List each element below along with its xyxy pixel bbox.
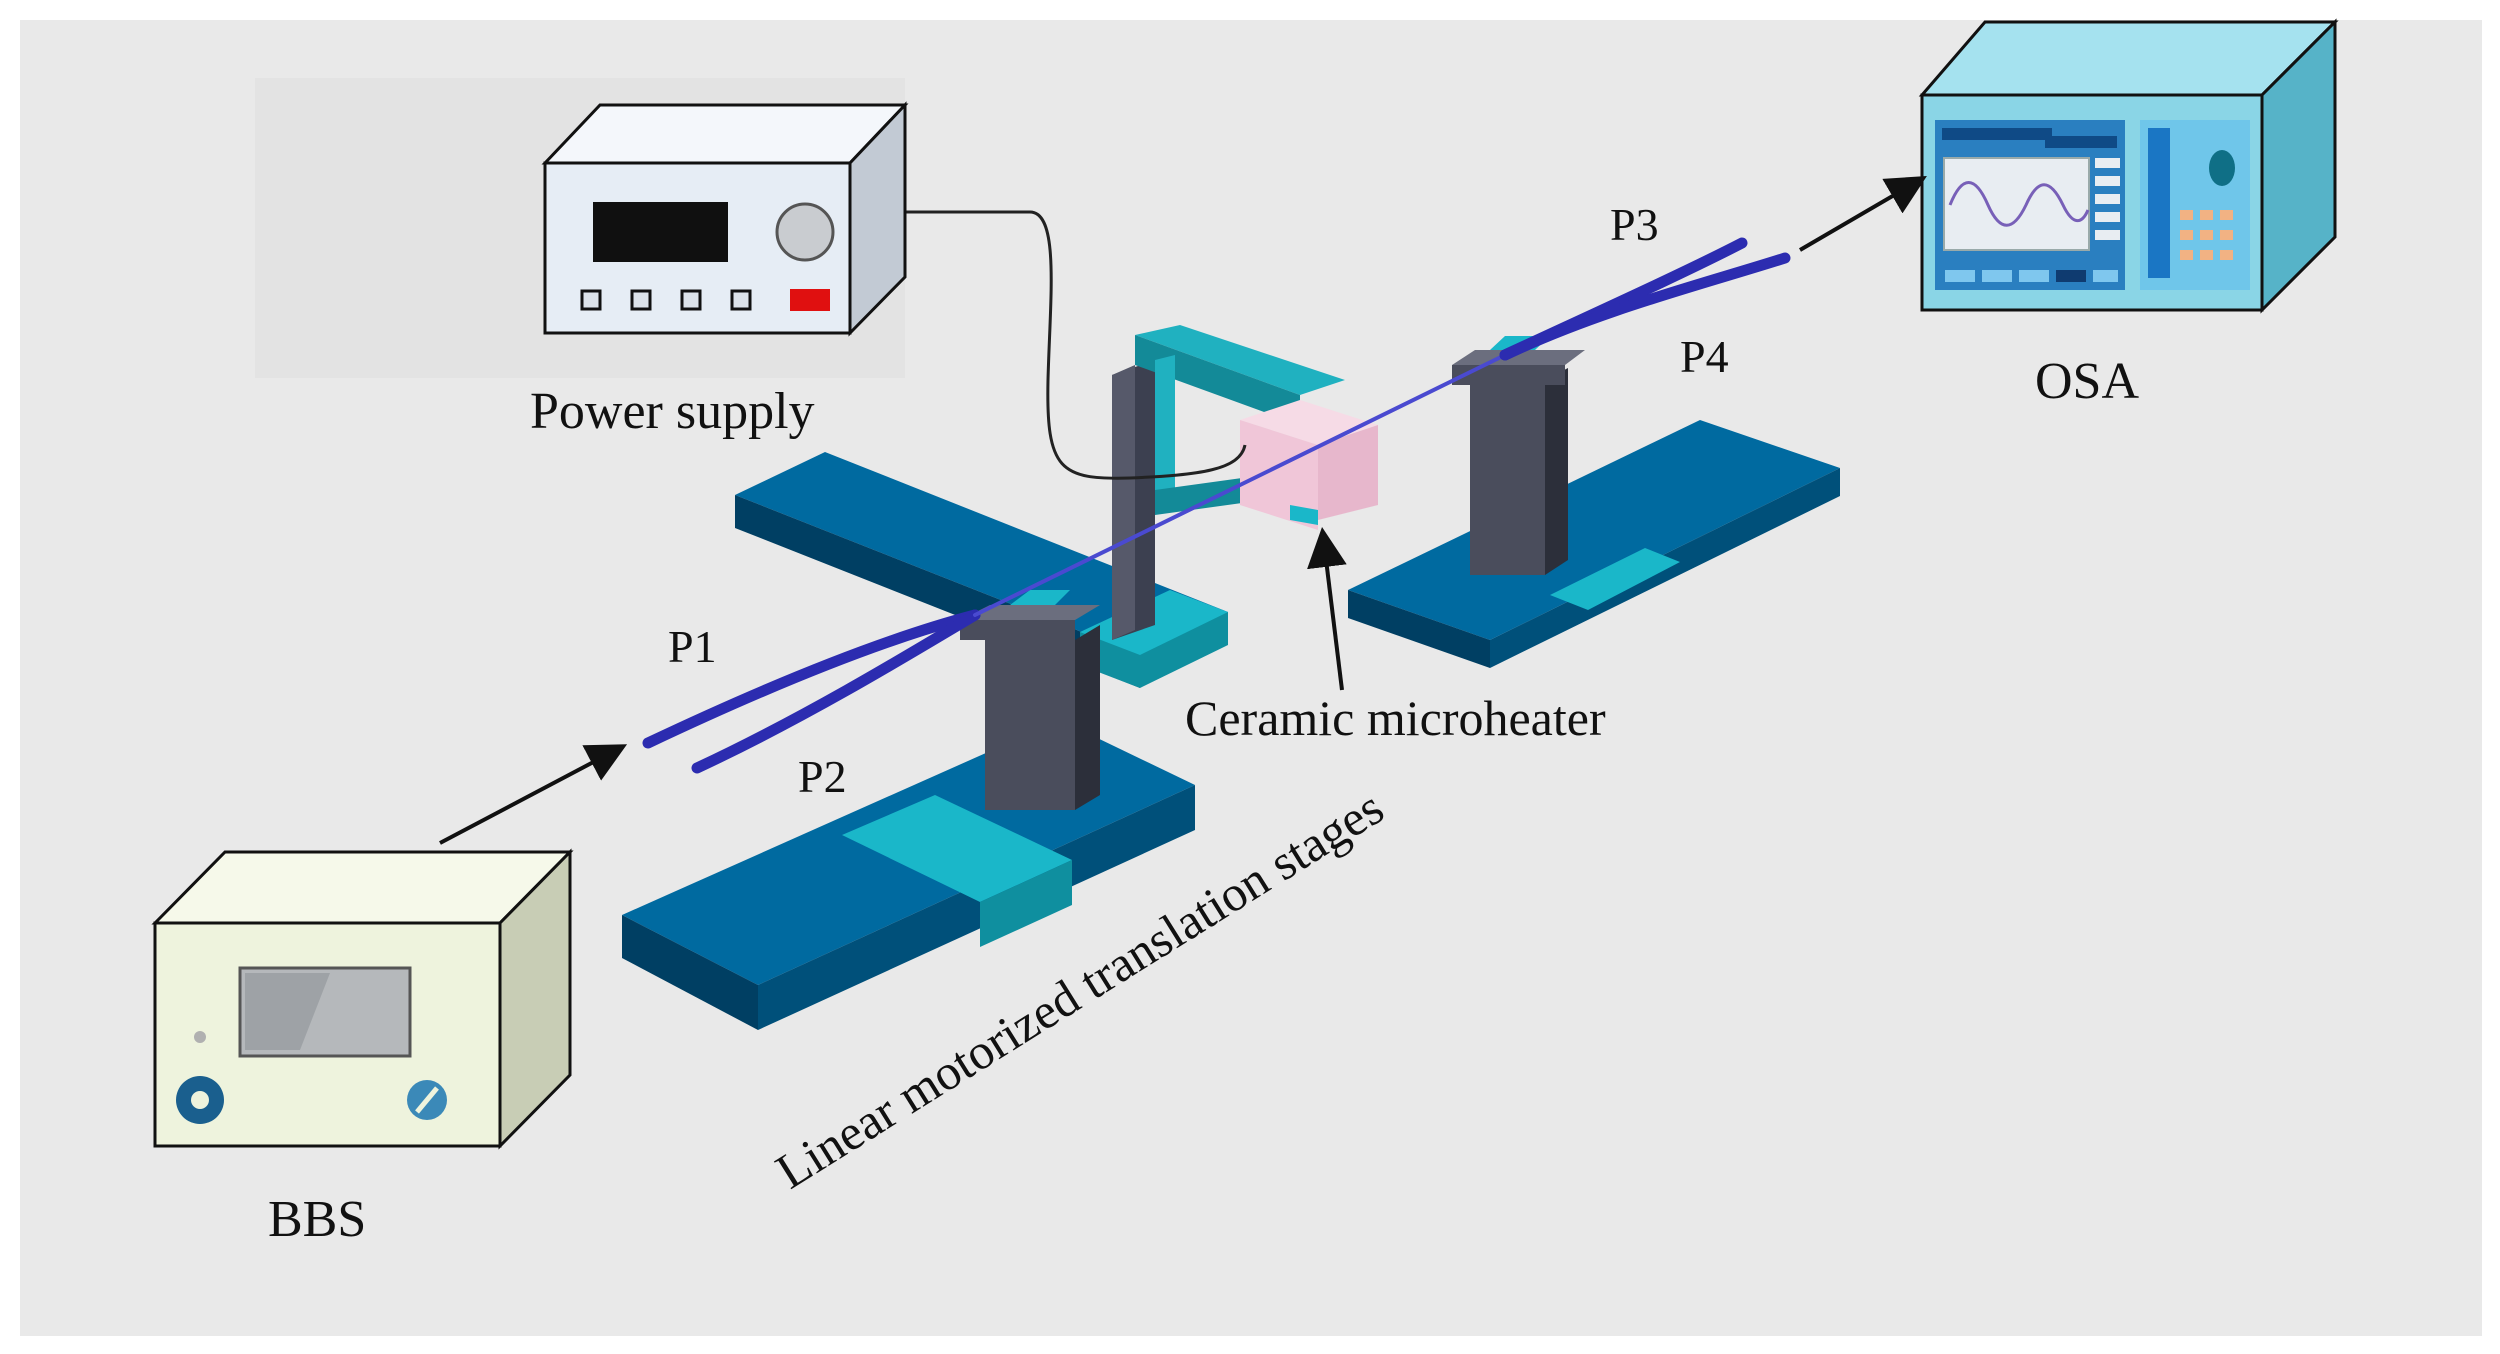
- fiber-p4: [1499, 252, 1791, 361]
- fiber-p1: [642, 609, 981, 749]
- fiber-through-heater: [973, 353, 1507, 617]
- power-supply-icon: [541, 101, 909, 337]
- label-p2: P2: [798, 751, 847, 802]
- label-p4: P4: [1680, 331, 1729, 382]
- optical-spectrum-analyzer-icon: [1918, 18, 2339, 314]
- spectrum-trace: [1948, 181, 2090, 227]
- label-p3: P3: [1610, 199, 1659, 250]
- label-osa: OSA: [2035, 353, 2139, 410]
- optical-fibers: [642, 237, 1791, 774]
- left-fiber-holder-post: [960, 590, 1100, 810]
- power-cable: [905, 210, 1247, 480]
- fiber-p2: [691, 609, 981, 774]
- right-stage: [1348, 420, 1840, 668]
- arrow-to-microheater: [1307, 527, 1347, 691]
- right-fiber-holder-post: [1452, 336, 1585, 575]
- broadband-source-icon: [151, 848, 574, 1150]
- label-ceramic-microheater: Ceramic microheater: [1185, 690, 1606, 746]
- label-power-supply: Power supply: [530, 383, 815, 440]
- label-bbs: BBS: [268, 1191, 366, 1248]
- arrow-p3-to-osa: [1798, 175, 1927, 252]
- label-p1: P1: [668, 621, 717, 672]
- arrow-bbs-to-p1: [439, 744, 628, 845]
- microheater-bracket: [1112, 325, 1345, 640]
